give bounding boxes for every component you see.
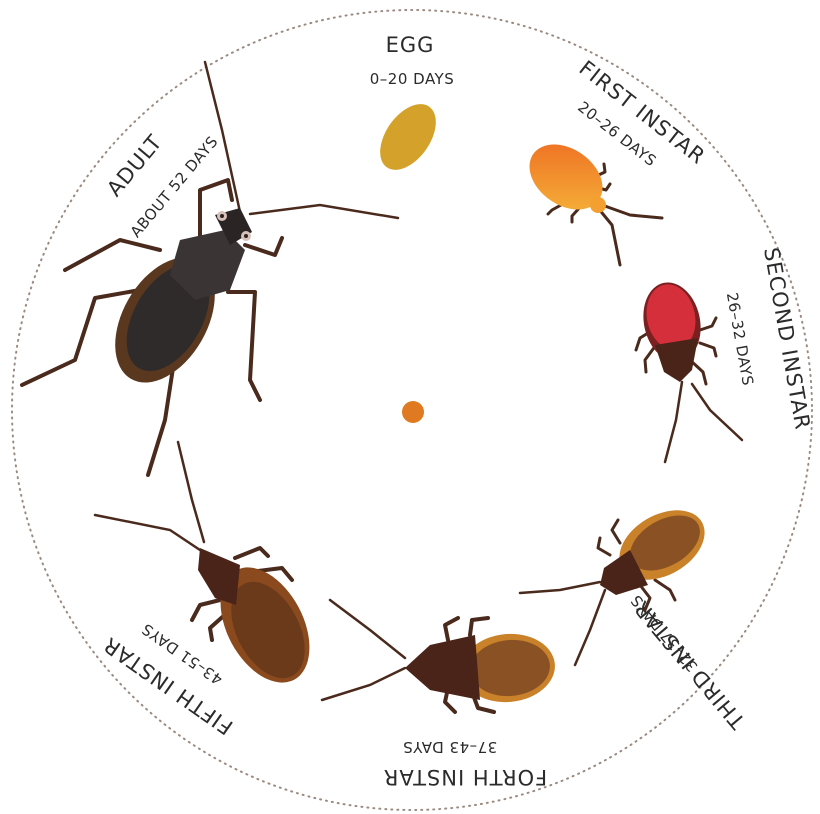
adult-stage: ADULT ABOUT 52 DAYS [22, 62, 398, 475]
adult-bug-icon [22, 62, 398, 475]
egg-title: EGG [386, 33, 435, 57]
second-instar-title: SECOND INSTAR [759, 246, 815, 432]
egg-duration: 0–20 DAYS [370, 70, 454, 88]
center-dot [402, 401, 424, 423]
forth-instar-stage: FORTH INSTAR 37–43 DAYS [322, 600, 558, 789]
third-instar-duration: 32–37 DAYS [627, 591, 702, 675]
fifth-instar-stage: FIFTH INSTAR 43–51 DAYS [95, 442, 328, 739]
second-instar-stage: SECOND INSTAR 26–32 DAYS [636, 246, 815, 462]
third-instar-stage: THIRD INSTAR 32–37 DAYS [520, 496, 751, 734]
adult-title: ADULT [102, 130, 167, 201]
forth-instar-duration: 37–43 DAYS [403, 738, 498, 756]
first-instar-stage: FIRST INSTAR 20–26 DAYS [517, 56, 710, 265]
egg-stage: EGG 0–20 DAYS [369, 33, 454, 180]
third-instar-bug-icon [520, 496, 717, 665]
forth-instar-bug-icon [322, 600, 558, 712]
forth-instar-title: FORTH INSTAR [383, 765, 547, 789]
second-instar-duration: 26–32 DAYS [723, 291, 757, 387]
egg-icon [369, 94, 447, 180]
